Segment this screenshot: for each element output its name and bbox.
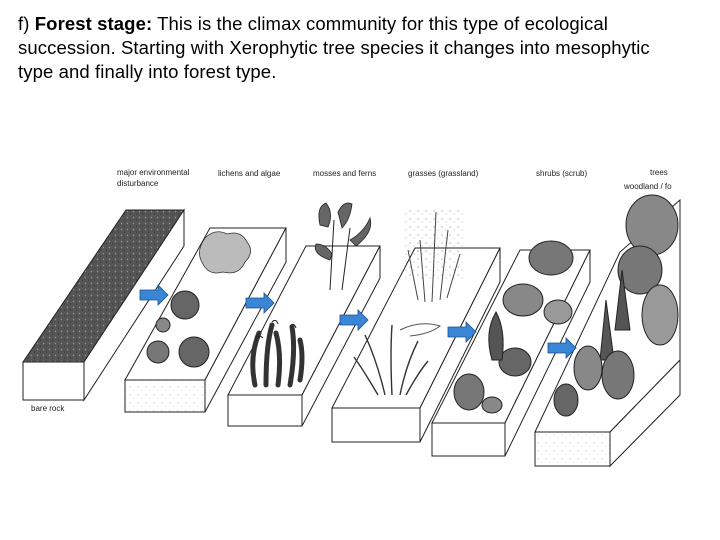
stage-heading: Forest stage: [34, 13, 153, 34]
item-letter: f) [18, 13, 30, 34]
arrow-3 [339, 309, 369, 331]
label-disturbance-1: major environmental [117, 168, 190, 177]
block-grasses [331, 210, 501, 443]
block-mosses [227, 202, 381, 427]
slide-text-block: f) Forest stage: This is the climax comm… [18, 12, 708, 84]
arrow-2 [245, 292, 275, 314]
body-line-3: type and finally into forest type. [18, 61, 277, 82]
arrow-5 [547, 337, 577, 359]
label-mosses: mosses and ferns [313, 169, 376, 178]
block-bare-rock: bare rock [22, 208, 185, 413]
arrow-4 [447, 321, 477, 343]
label-shrubs: shrubs (scrub) [536, 169, 587, 178]
block-shrubs [431, 240, 591, 457]
label-lichens: lichens and algae [218, 169, 281, 178]
label-trees-1: trees [650, 168, 668, 177]
block-trees [534, 194, 681, 468]
body-line-1: This is the climax community for this ty… [152, 13, 608, 34]
body-line-2: succession. Starting with Xerophytic tre… [18, 37, 650, 58]
label-disturbance-2: disturbance [117, 179, 159, 188]
label-bare-rock: bare rock [31, 404, 65, 413]
stage-labels: major environmental disturbance lichens … [117, 168, 672, 191]
arrow-1 [139, 284, 169, 306]
succession-arrows [139, 284, 577, 359]
block-lichens [124, 227, 287, 413]
label-grasses: grasses (grassland) [408, 169, 479, 178]
label-trees-2: woodland / fo [623, 182, 672, 191]
